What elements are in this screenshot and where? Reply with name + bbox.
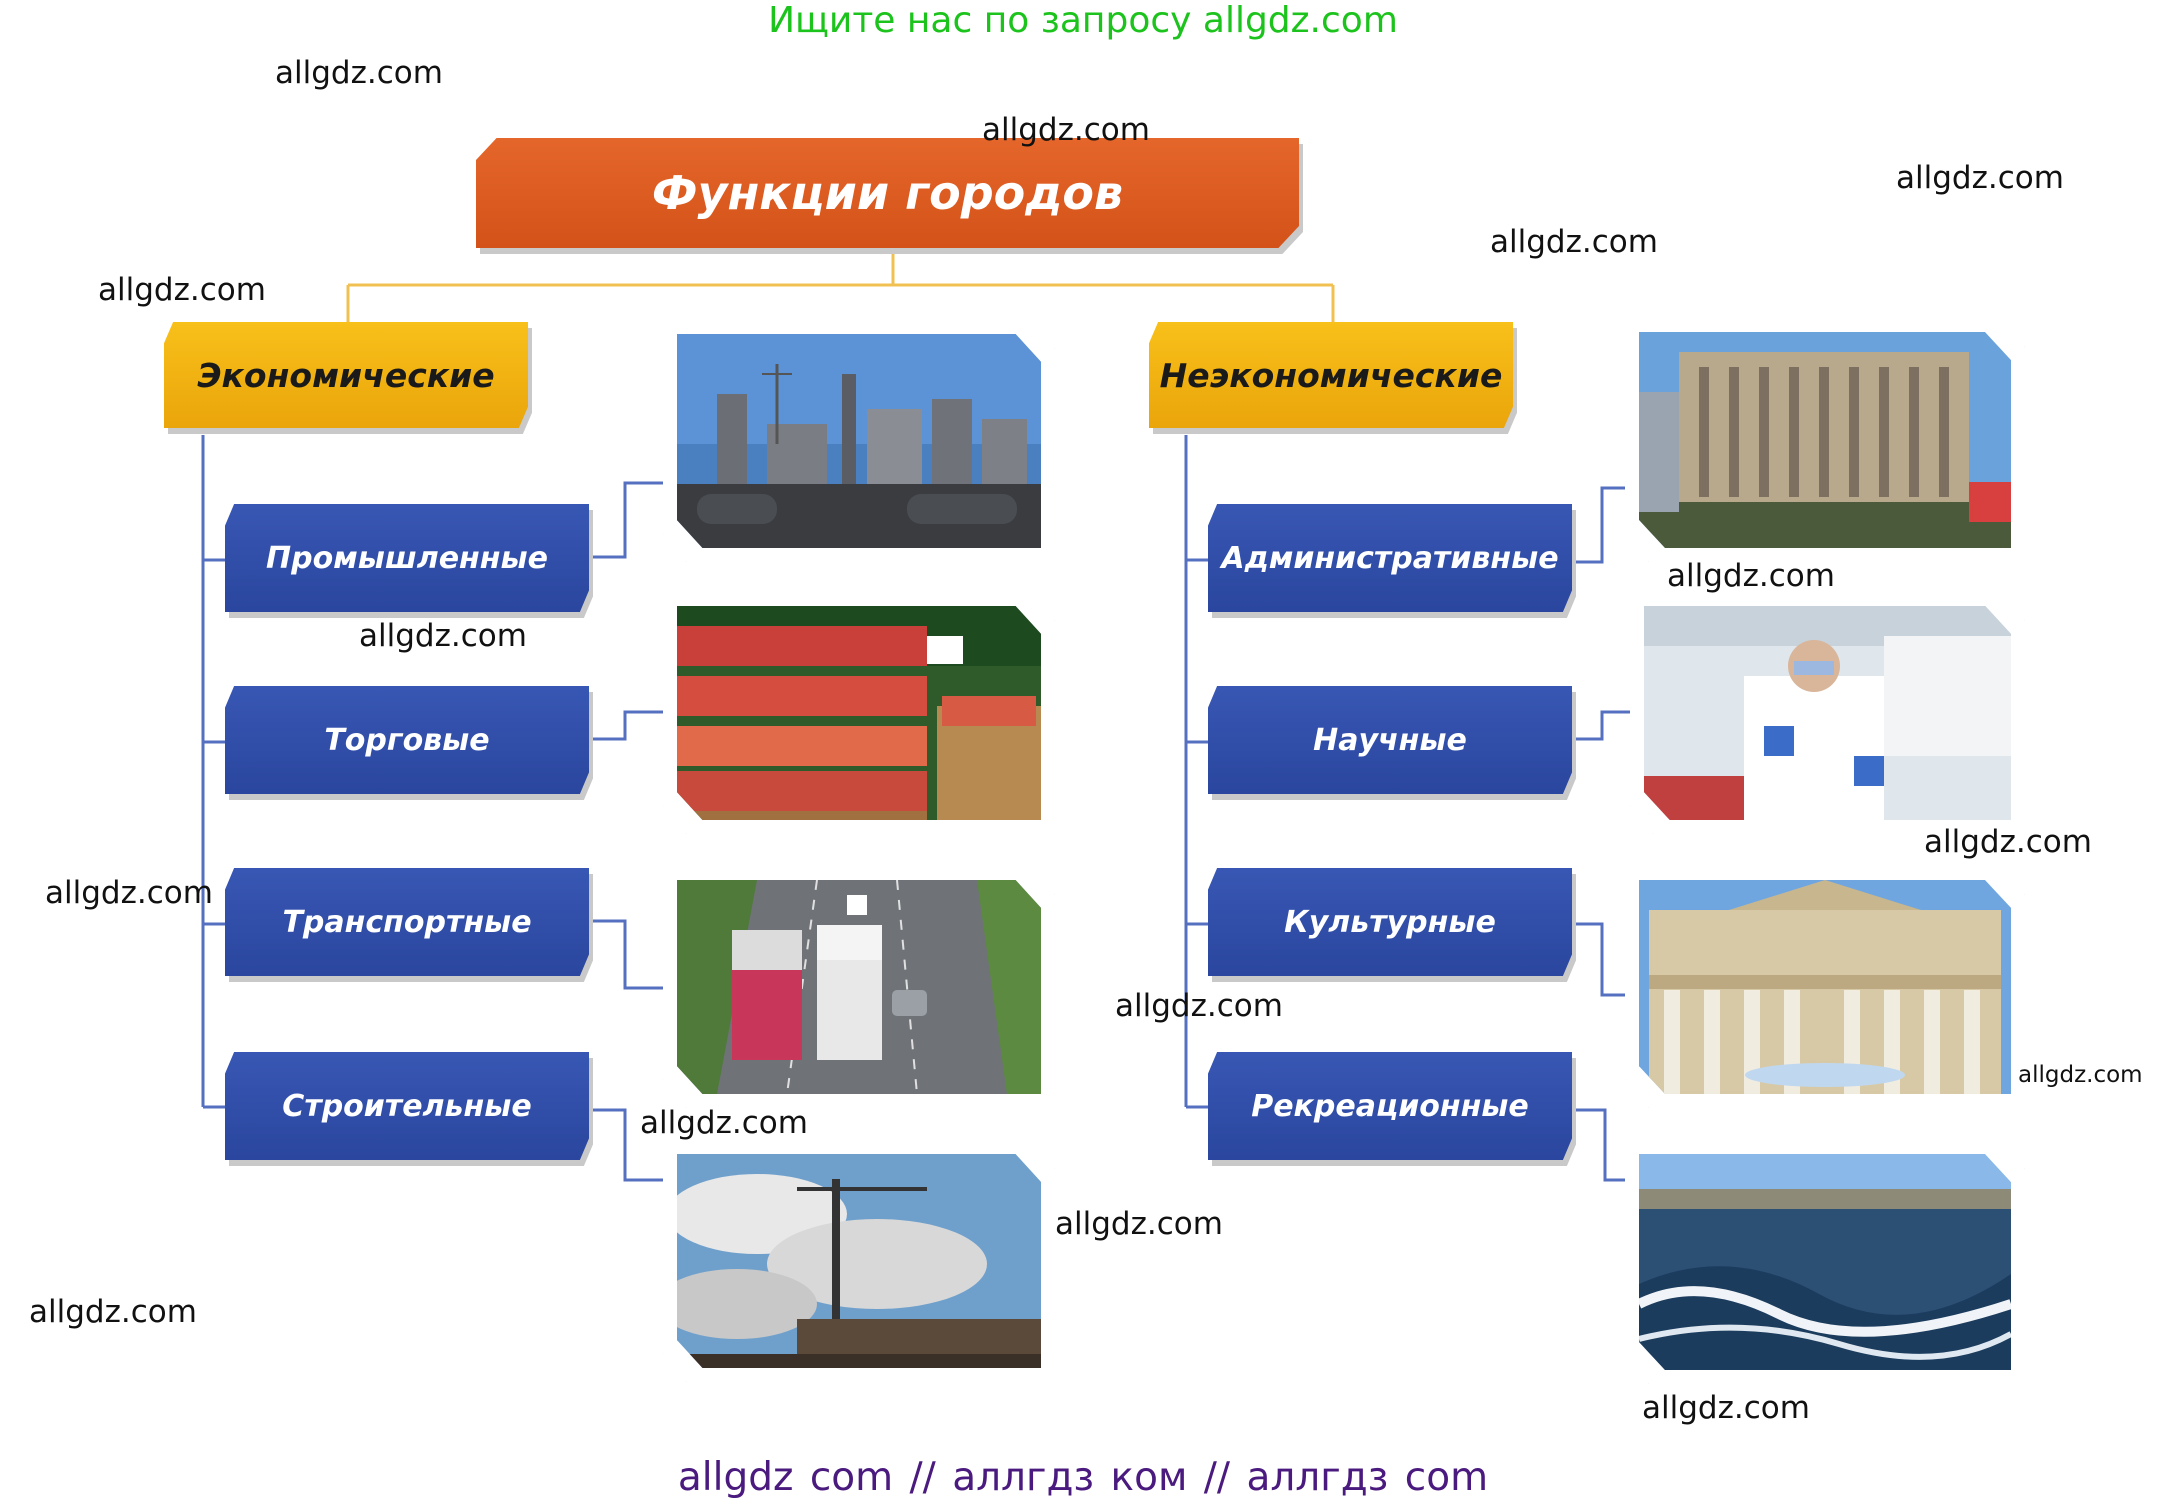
watermark: allgdz.com <box>1667 558 1835 594</box>
category-economic: Экономические <box>164 322 528 428</box>
watermark: allgdz.com <box>1115 988 1283 1024</box>
fruit-market-photo <box>663 592 1055 834</box>
item-industrial: Промышленные <box>225 504 589 612</box>
watermark: allgdz.com <box>2018 1062 2143 1088</box>
watermark: allgdz.com <box>1642 1390 1810 1426</box>
item-scientific-label: Научные <box>1313 722 1467 758</box>
watermark: allgdz.com <box>1924 824 2092 860</box>
watermark: allgdz.com <box>98 272 266 308</box>
item-cultural-label: Культурные <box>1284 904 1496 940</box>
category-non-economic-label: Неэкономические <box>1159 355 1503 395</box>
construction-crane-photo <box>663 1140 1055 1382</box>
item-trade: Торговые <box>225 686 589 794</box>
highway-trucks-photo <box>663 866 1055 1108</box>
item-transport-label: Транспортные <box>282 904 532 940</box>
watermark: allgdz.com <box>1055 1206 1223 1242</box>
watermark: allgdz.com <box>29 1294 197 1330</box>
item-trade-label: Торговые <box>324 722 490 758</box>
industrial-plant-photo <box>663 320 1055 562</box>
item-administrative: Административные <box>1208 504 1572 612</box>
sea-waves-photo <box>1625 1140 2025 1384</box>
watermark: allgdz.com <box>640 1105 808 1141</box>
government-building-photo <box>1625 318 2025 562</box>
watermark: allgdz.com <box>359 618 527 654</box>
watermark: allgdz.com <box>982 112 1150 148</box>
laboratory-scientist-photo <box>1630 592 2025 834</box>
watermark: allgdz.com <box>275 55 443 91</box>
watermark: allgdz.com <box>45 875 213 911</box>
item-transport: Транспортные <box>225 868 589 976</box>
item-scientific: Научные <box>1208 686 1572 794</box>
item-construction: Строительные <box>225 1052 589 1160</box>
bottom-banner: allgdz com // аллгдз ком // аллгдз com <box>677 1455 1489 1500</box>
top-banner: Ищите нас по запросу allgdz.com <box>768 0 1398 41</box>
watermark: allgdz.com <box>1490 224 1658 260</box>
item-cultural: Культурные <box>1208 868 1572 976</box>
category-economic-label: Экономические <box>197 355 495 395</box>
item-recreational: Рекреационные <box>1208 1052 1572 1160</box>
title-box: Функции городов <box>476 138 1299 248</box>
theatre-columns-photo <box>1625 866 2025 1108</box>
watermark: allgdz.com <box>1896 160 2064 196</box>
item-administrative-label: Административные <box>1221 540 1559 576</box>
category-non-economic: Неэкономические <box>1149 322 1513 428</box>
item-industrial-label: Промышленные <box>266 540 548 576</box>
title-text: Функции городов <box>651 166 1124 220</box>
item-construction-label: Строительные <box>282 1088 532 1124</box>
item-recreational-label: Рекреационные <box>1251 1088 1529 1124</box>
